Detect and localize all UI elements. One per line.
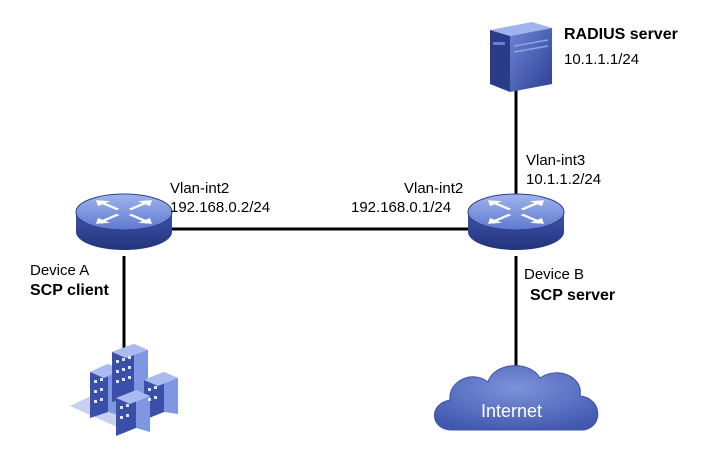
device-b-role: SCP server [530, 287, 616, 304]
device-b-up-ip-label: 10.1.1.2/24 [526, 171, 602, 188]
cloud-icon [434, 365, 599, 431]
device-a-name: Device A [30, 262, 90, 279]
buildings-icon [70, 344, 178, 436]
internet-label: Internet [481, 401, 543, 421]
router-icon-device-a [75, 193, 173, 250]
server-icon [490, 22, 552, 92]
radius-server-name: RADIUS server [564, 26, 678, 43]
device-a-ip-label: 192.168.0.2/24 [170, 199, 271, 216]
radius-server-ip: 10.1.1.1/24 [564, 51, 640, 68]
device-a-interface-label: Vlan-int2 [170, 180, 230, 197]
device-b-up-interface-label: Vlan-int3 [526, 152, 586, 169]
router-icon-device-b [467, 193, 565, 250]
device-a-role: SCP client [30, 282, 109, 299]
device-b-left-ip-label: 192.168.0.1/24 [351, 199, 452, 216]
device-b-left-interface-label: Vlan-int2 [404, 180, 464, 197]
device-b-name: Device B [524, 266, 585, 283]
